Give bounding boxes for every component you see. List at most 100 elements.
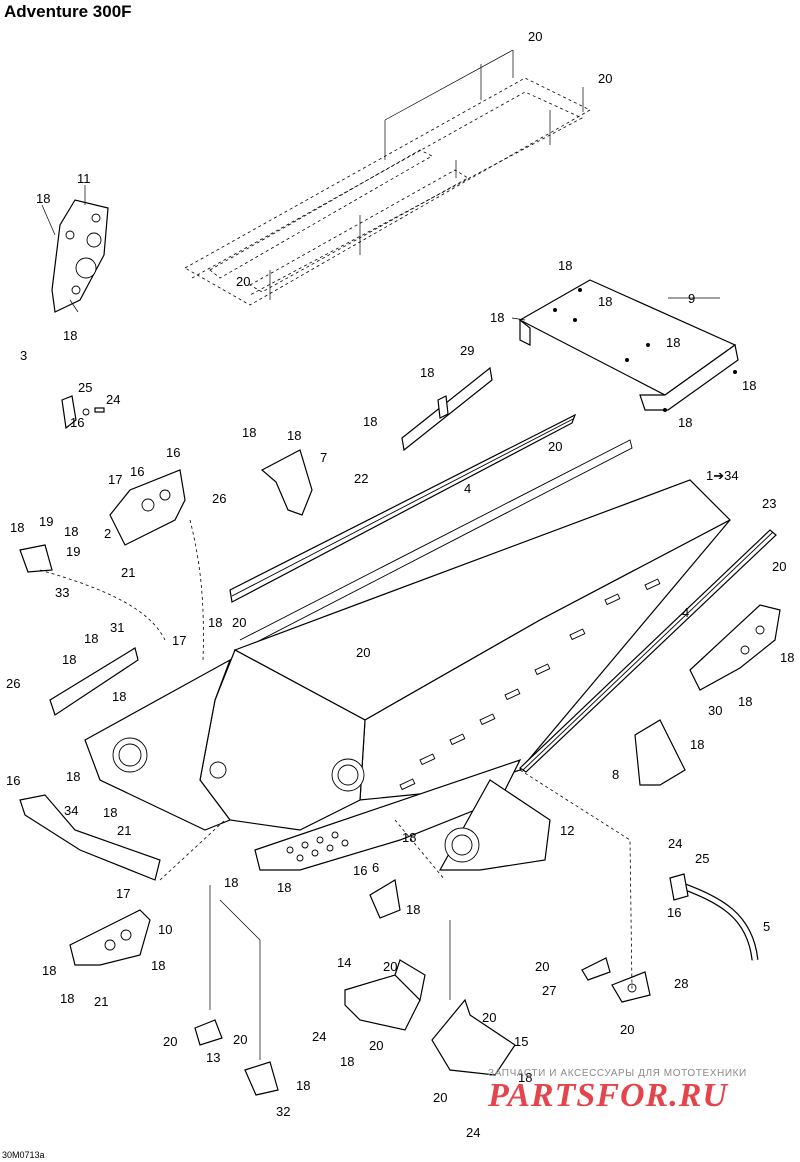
- callout: 14: [337, 955, 351, 970]
- callout: 26: [6, 676, 20, 691]
- part-14-step: [344, 959, 426, 1031]
- part-28-clip: [611, 971, 651, 1003]
- callout: 18: [518, 1070, 532, 1085]
- callout: 18: [666, 335, 680, 350]
- part-7-guard: [260, 449, 313, 516]
- part-6-bracket: [369, 879, 401, 919]
- watermark-logo: PARTSFOR.RU: [488, 1077, 728, 1114]
- part-10-plate: [69, 909, 151, 966]
- callout: 21: [117, 823, 131, 838]
- callout: 34: [64, 803, 78, 818]
- callout: 20: [620, 1022, 634, 1037]
- callout: 5: [763, 919, 770, 934]
- callout: 12: [560, 823, 574, 838]
- callout: 18: [406, 902, 420, 917]
- part-23-runner: [519, 529, 777, 773]
- callout: 1➔34: [706, 468, 739, 483]
- callout: 25: [695, 851, 709, 866]
- callout: 21: [94, 994, 108, 1009]
- callout: 18: [420, 365, 434, 380]
- callout: 20: [233, 1032, 247, 1047]
- part-11-plate: [41, 185, 109, 313]
- slide-rail-outline: [184, 49, 591, 306]
- part-15-step: [431, 998, 516, 1076]
- part-9-cover: [511, 279, 739, 412]
- part-22-runner: [229, 413, 577, 603]
- callout: 18: [780, 650, 794, 665]
- callout: 31: [110, 620, 124, 635]
- callout: 26: [212, 491, 226, 506]
- callout: 15: [514, 1034, 528, 1049]
- callout: 2: [104, 526, 111, 541]
- callout: 23: [762, 496, 776, 511]
- callout: 18: [738, 694, 752, 709]
- callout: 18: [63, 328, 77, 343]
- callout: 21: [121, 565, 135, 580]
- callout: 20: [163, 1034, 177, 1049]
- callout: 10: [158, 922, 172, 937]
- part-2-bracket: [109, 469, 186, 546]
- callout: 18: [598, 294, 612, 309]
- callout: 24: [106, 392, 120, 407]
- callout: 18: [42, 963, 56, 978]
- callout: 18: [151, 958, 165, 973]
- callout: 20: [433, 1090, 447, 1105]
- callout: 20: [482, 1010, 496, 1025]
- callout: 20: [356, 645, 370, 660]
- callout: 18: [10, 520, 24, 535]
- callout: 19: [66, 544, 80, 559]
- part-31-rail: [49, 647, 139, 716]
- callout: 6: [372, 860, 379, 875]
- callout: 17: [108, 472, 122, 487]
- diagram-reference-code: 30M0713a: [2, 1150, 45, 1160]
- callout: 18: [66, 769, 80, 784]
- callout: 20: [598, 71, 612, 86]
- callout: 22: [354, 471, 368, 486]
- part-5-handle: [669, 873, 759, 961]
- part-3-handle: [20, 379, 105, 430]
- watermark: ЗАПЧАСТИ И АКСЕССУАРЫ ДЛЯ МОТОТЕХНИКИ PA…: [488, 1068, 798, 1115]
- callout: 9: [688, 291, 695, 306]
- callout: 16: [353, 863, 367, 878]
- callout: 18: [690, 737, 704, 752]
- callout: 18: [678, 415, 692, 430]
- watermark-tagline: ЗАПЧАСТИ И АКСЕССУАРЫ ДЛЯ МОТОТЕХНИКИ: [488, 1068, 747, 1079]
- callout: 17: [172, 633, 186, 648]
- callout: 18: [103, 805, 117, 820]
- callout: 20: [535, 959, 549, 974]
- callout: 18: [62, 652, 76, 667]
- callout: 18: [277, 880, 291, 895]
- callout: 24: [668, 836, 682, 851]
- callout: 18: [558, 258, 572, 273]
- callout: 20: [548, 439, 562, 454]
- callout: 18: [84, 631, 98, 646]
- part-30-bracket: [689, 604, 781, 691]
- callout: 16: [667, 905, 681, 920]
- callout: 20: [236, 274, 250, 289]
- callout: 20: [772, 559, 786, 574]
- part-8-bracket: [634, 719, 686, 786]
- callout: 16: [6, 773, 20, 788]
- callout: 4: [682, 605, 689, 620]
- callout: 18: [402, 830, 416, 845]
- part-32-clip: [244, 1061, 279, 1096]
- callout: 30: [708, 703, 722, 718]
- callout: 32: [276, 1104, 290, 1119]
- callout: 7: [320, 450, 327, 465]
- callout: 11: [77, 171, 91, 186]
- part-13-clip: [194, 1019, 223, 1046]
- callout: 18: [340, 1054, 354, 1069]
- callout: 29: [460, 343, 474, 358]
- callout: 18: [742, 378, 756, 393]
- main-tunnel: [84, 479, 732, 871]
- callout: 18: [36, 191, 50, 206]
- callout: 20: [232, 615, 246, 630]
- callout: 33: [55, 585, 69, 600]
- callout: 20: [383, 959, 397, 974]
- callout: 18: [224, 875, 238, 890]
- callout: 27: [542, 983, 556, 998]
- callout: 16: [130, 464, 144, 479]
- part-34-rail: [19, 794, 161, 881]
- callout: 18: [287, 428, 301, 443]
